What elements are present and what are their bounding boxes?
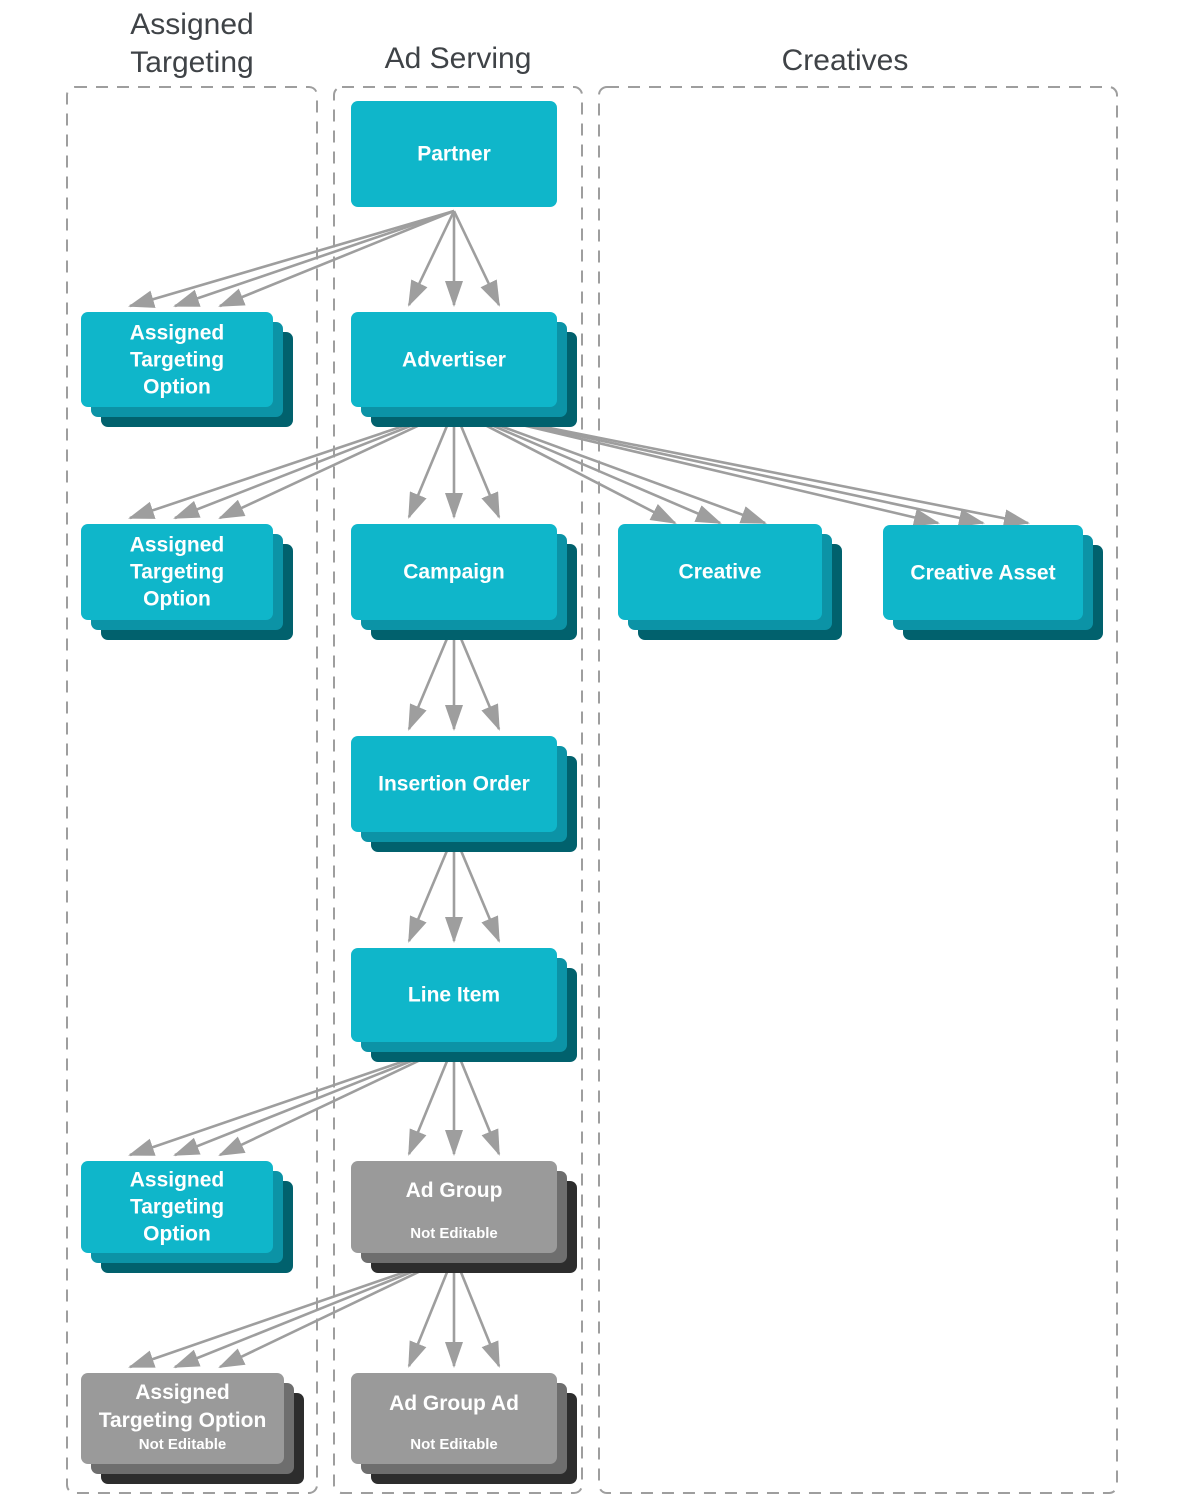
arrow-line [218, 209, 455, 308]
node-line-item: Line Item [351, 948, 557, 1042]
node-assigned-targeting-option-2: Assigned Targeting Option [81, 524, 273, 620]
arrow-line [407, 408, 456, 519]
arrow-line [452, 833, 501, 943]
node-partner: Partner [351, 101, 557, 207]
node-creative-asset: Creative Asset [883, 525, 1083, 620]
arrow-line [173, 209, 455, 308]
creatives-container [598, 86, 1118, 1494]
arrow-line [453, 407, 722, 525]
arrow-line [452, 1043, 501, 1156]
node-label: Assigned Targeting Option [98, 1381, 267, 1432]
node-label: Campaign [403, 560, 505, 584]
edge-insertion-order-to-line-item [407, 833, 501, 943]
arrow-line [453, 407, 677, 525]
arrow-line [128, 209, 455, 308]
column-title-ad-serving: Ad Serving [384, 42, 532, 75]
arrow-line [453, 407, 1030, 528]
edge-partner-to-advertiser [407, 210, 501, 307]
node-label: Assigned Targeting Option [129, 321, 225, 398]
arrow-line [173, 1042, 455, 1157]
edge-advertiser-to-creative [453, 407, 767, 525]
node-sublabel: Not Editable [410, 1225, 498, 1242]
arrow-line [407, 1043, 456, 1156]
node-label: Creative [678, 560, 762, 584]
node-assigned-targeting-option-4: Assigned Targeting Option Not Editable [81, 1373, 284, 1464]
edge-ad-group-to-ad-group-ad [407, 1254, 501, 1368]
arrow-line [407, 621, 456, 731]
node-label: Ad Group Ad [389, 1392, 519, 1415]
node-sublabel: Not Editable [410, 1436, 498, 1453]
edge-line-item-to-ad-group [407, 1043, 501, 1156]
arrow-line [452, 408, 501, 519]
node-sublabel: Not Editable [138, 1436, 227, 1453]
arrow-line [218, 1253, 455, 1369]
node-label: Assigned Targeting Option [129, 533, 225, 611]
node-label: Ad Group [405, 1179, 503, 1202]
edge-line-item-to-assigned-targeting-option-3 [128, 1042, 455, 1157]
node-label: Advertiser [402, 348, 506, 371]
node-campaign: Campaign [351, 524, 557, 620]
edge-advertiser-to-campaign [407, 408, 501, 519]
node-assigned-targeting-option-1: Assigned Targeting Option [81, 312, 273, 407]
arrow-line [218, 1042, 455, 1157]
arrow-line [128, 1042, 455, 1157]
node-label: Assigned Targeting Option [129, 1168, 225, 1246]
arrow-line [173, 1253, 455, 1369]
column-title-assigned-targeting: Assigned Targeting [130, 8, 254, 79]
arrow-line [128, 407, 455, 520]
arrow-line [453, 407, 985, 527]
assigned-targeting-container [66, 86, 318, 1494]
arrow-line [453, 407, 940, 527]
column-title-creatives: Creatives [781, 44, 909, 77]
arrow-line [407, 1254, 456, 1368]
edge-advertiser-to-assigned-targeting-option-2 [128, 407, 455, 520]
node-advertiser: Advertiser [351, 312, 557, 407]
arrow-line [452, 1254, 501, 1368]
edge-campaign-to-insertion-order [407, 621, 501, 731]
node-creative: Creative [618, 524, 822, 620]
node-label: Partner [417, 142, 491, 166]
arrow-line [452, 621, 501, 731]
arrow-line [173, 407, 455, 520]
arrow-line [218, 407, 455, 520]
node-assigned-targeting-option-3: Assigned Targeting Option [81, 1161, 273, 1253]
node-ad-group: Ad Group Not Editable [351, 1161, 557, 1253]
node-label: Insertion Order [378, 772, 530, 796]
arrow-line [407, 210, 456, 307]
edge-ad-group-to-assigned-targeting-option-4 [128, 1253, 455, 1369]
node-label: Creative Asset [910, 561, 1056, 584]
arrow-line [128, 1253, 455, 1369]
node-ad-group-ad: Ad Group Ad Not Editable [351, 1373, 557, 1464]
arrow-line [453, 407, 767, 525]
node-label: Line Item [407, 983, 501, 1007]
node-insertion-order: Insertion Order [351, 736, 557, 832]
arrow-line [407, 833, 456, 943]
arrow-line [452, 210, 501, 307]
edge-partner-to-assigned-targeting-option-1 [128, 209, 455, 308]
edge-advertiser-to-creative-asset [453, 407, 1030, 528]
